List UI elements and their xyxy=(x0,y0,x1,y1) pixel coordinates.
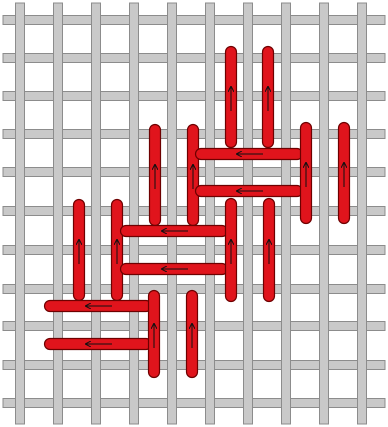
stitch xyxy=(264,199,275,302)
stitch xyxy=(121,226,228,237)
stitch xyxy=(301,123,312,224)
stitch xyxy=(187,291,198,378)
stitch xyxy=(112,200,123,301)
stitch xyxy=(196,186,303,197)
canvas-thread-vertical xyxy=(16,3,25,424)
stitch xyxy=(226,47,237,148)
canvas-thread-vertical xyxy=(244,3,253,424)
canvas-thread-vertical xyxy=(282,3,291,424)
stitch xyxy=(149,291,160,378)
canvas-thread-vertical xyxy=(92,3,101,424)
stitch xyxy=(226,199,237,302)
canvas-thread-vertical xyxy=(206,3,215,424)
stitch xyxy=(263,47,274,148)
stitch xyxy=(74,200,85,301)
stitch xyxy=(150,125,161,226)
stitch xyxy=(339,123,350,224)
stitch xyxy=(45,301,152,312)
stitch xyxy=(45,339,152,350)
canvas-thread-vertical xyxy=(320,3,329,424)
stitch xyxy=(196,149,303,160)
canvas-thread-vertical xyxy=(54,3,63,424)
canvas-thread-vertical xyxy=(168,3,177,424)
stitch xyxy=(121,264,228,275)
canvas-thread-vertical xyxy=(130,3,139,424)
canvas-thread-vertical xyxy=(358,3,367,424)
stitch xyxy=(188,125,199,226)
